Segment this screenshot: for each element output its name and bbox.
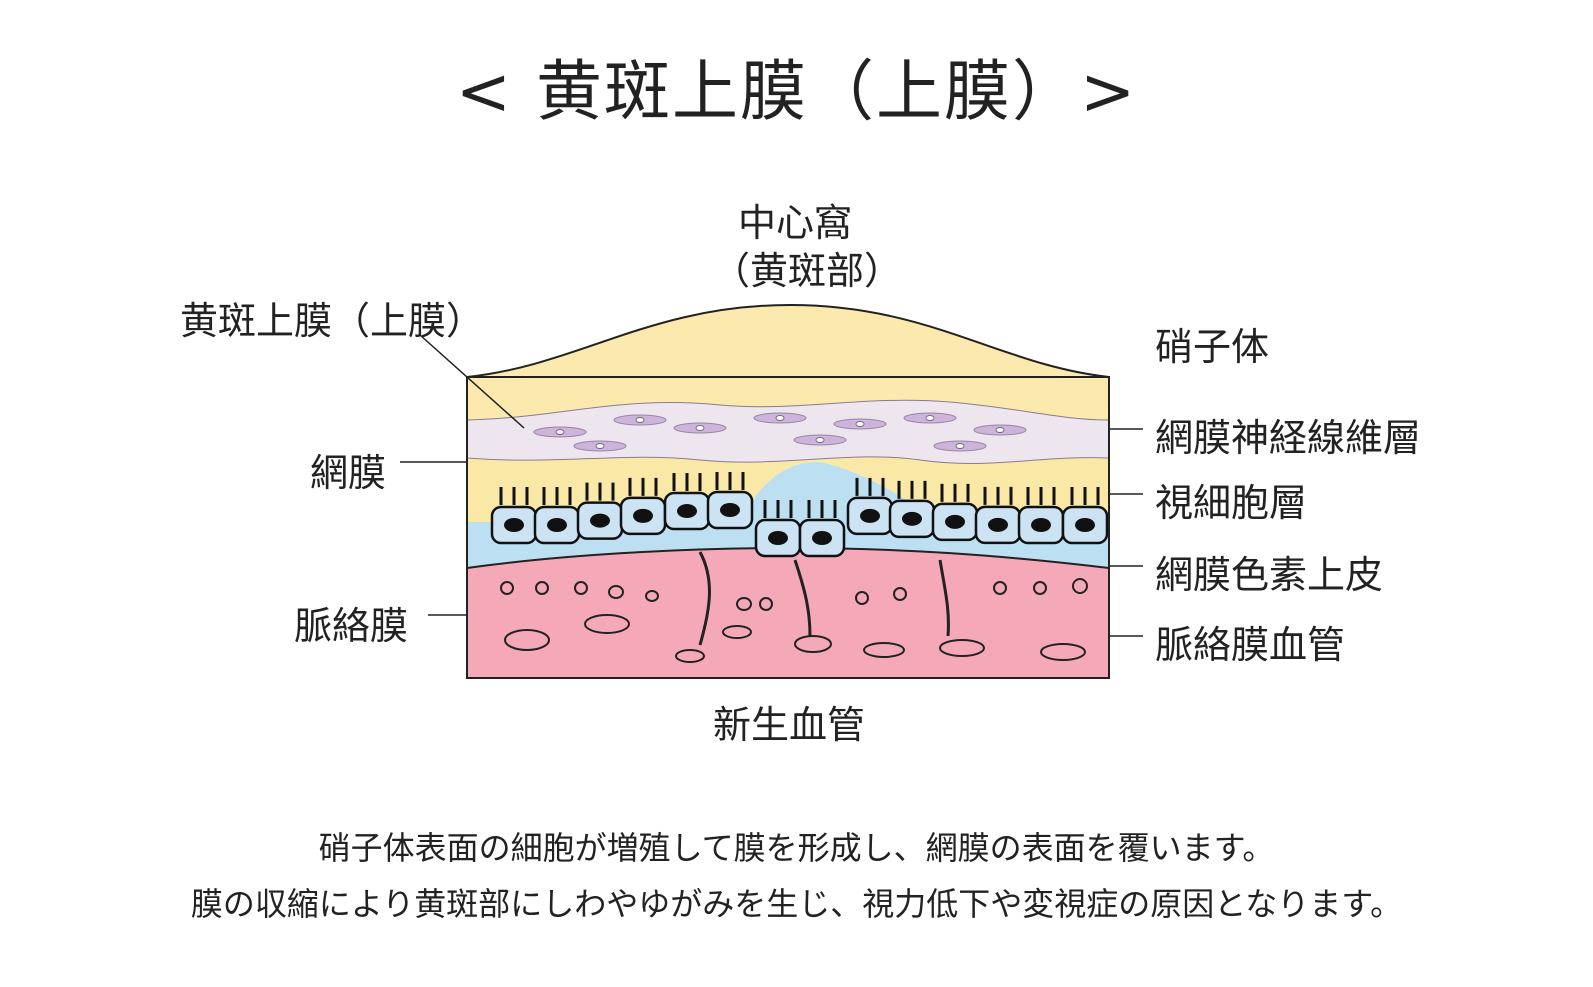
spindle-nucleus	[855, 421, 865, 427]
spindle-nucleus	[955, 443, 965, 449]
page-title: < 黄斑上膜（上膜）>	[455, 53, 1138, 130]
label-neovascularization: 新生血管	[713, 703, 866, 747]
label-vitreous: 硝子体	[1155, 325, 1270, 369]
rpe-nucleus	[1031, 518, 1051, 532]
spindle-nucleus	[925, 415, 935, 421]
choroid-layer	[467, 540, 1109, 678]
vessel	[855, 591, 869, 605]
vessel	[500, 581, 514, 595]
rpe-nucleus	[547, 518, 567, 532]
vessel	[584, 614, 630, 634]
label-choroidal-vessels: 脈絡膜血管	[1155, 623, 1346, 667]
vessel	[1072, 578, 1088, 594]
vessel	[736, 597, 752, 611]
rpe-nucleus	[945, 514, 965, 529]
rpe-cells	[490, 490, 1109, 558]
vessel	[574, 581, 588, 595]
membrane-cells	[533, 412, 1027, 452]
rpe-nucleus	[902, 511, 922, 526]
vessel	[535, 581, 549, 595]
rpe-nucleus	[768, 531, 788, 545]
label-retina: 網膜	[310, 451, 387, 495]
rpe-nucleus	[720, 503, 740, 517]
vessel	[722, 625, 752, 639]
rpe-nucleus	[988, 517, 1008, 532]
vessel	[675, 649, 705, 663]
rpe-zone	[467, 461, 1109, 568]
spindle-nucleus	[555, 429, 565, 435]
rpe-nucleus	[633, 508, 653, 523]
spindle-nucleus	[775, 415, 785, 421]
label-epiretinal-membrane: 黄斑上膜（上膜）	[180, 299, 485, 343]
caption-line-2: 膜の収縮により黄斑部にしわやゆがみを生じ、視力低下や変視症の原因となります。	[190, 885, 1403, 923]
vessel	[863, 642, 905, 658]
label-choroid: 脈絡膜	[294, 604, 409, 648]
vessel	[939, 639, 985, 657]
rpe-nucleus	[1075, 518, 1095, 532]
rpe-nucleus	[677, 504, 697, 519]
spindle-nucleus	[995, 427, 1005, 433]
caption-line-1: 硝子体表面の細胞が増殖して膜を形成し、網膜の表面を覆います。	[318, 829, 1275, 867]
vessel	[993, 581, 1007, 595]
leader-lines	[400, 334, 1143, 637]
vessel	[608, 585, 624, 599]
vessel	[1040, 643, 1086, 661]
choroidal-vessels	[500, 578, 1088, 663]
rpe-nucleus	[812, 531, 832, 545]
spindle-nucleus	[595, 443, 605, 449]
section-frame	[466, 376, 1110, 679]
vitreous-layer	[466, 303, 1110, 431]
label-photoreceptor-layer: 視細胞層	[1155, 481, 1308, 525]
vessel	[759, 597, 773, 611]
label-rpe: 網膜色素上皮	[1155, 553, 1384, 597]
photoreceptor-outer-segments	[499, 472, 1100, 518]
neovascular-vessels	[698, 551, 950, 646]
vessel	[504, 629, 550, 651]
rpe-nucleus	[860, 508, 880, 523]
label-fovea: 中心窩	[738, 201, 853, 245]
vessel	[794, 635, 832, 653]
vessel	[645, 590, 659, 602]
spindle-nucleus	[635, 417, 645, 423]
vessel	[1033, 581, 1047, 595]
rpe-nucleus	[504, 518, 524, 532]
spindle-nucleus	[815, 437, 825, 443]
spindle-nucleus	[695, 425, 705, 431]
rpe-nucleus	[590, 513, 610, 528]
label-nerve-fiber-layer: 網膜神経線維層	[1155, 416, 1422, 460]
vessel	[893, 587, 907, 601]
label-fovea-macula: （黄斑部）	[712, 249, 903, 293]
